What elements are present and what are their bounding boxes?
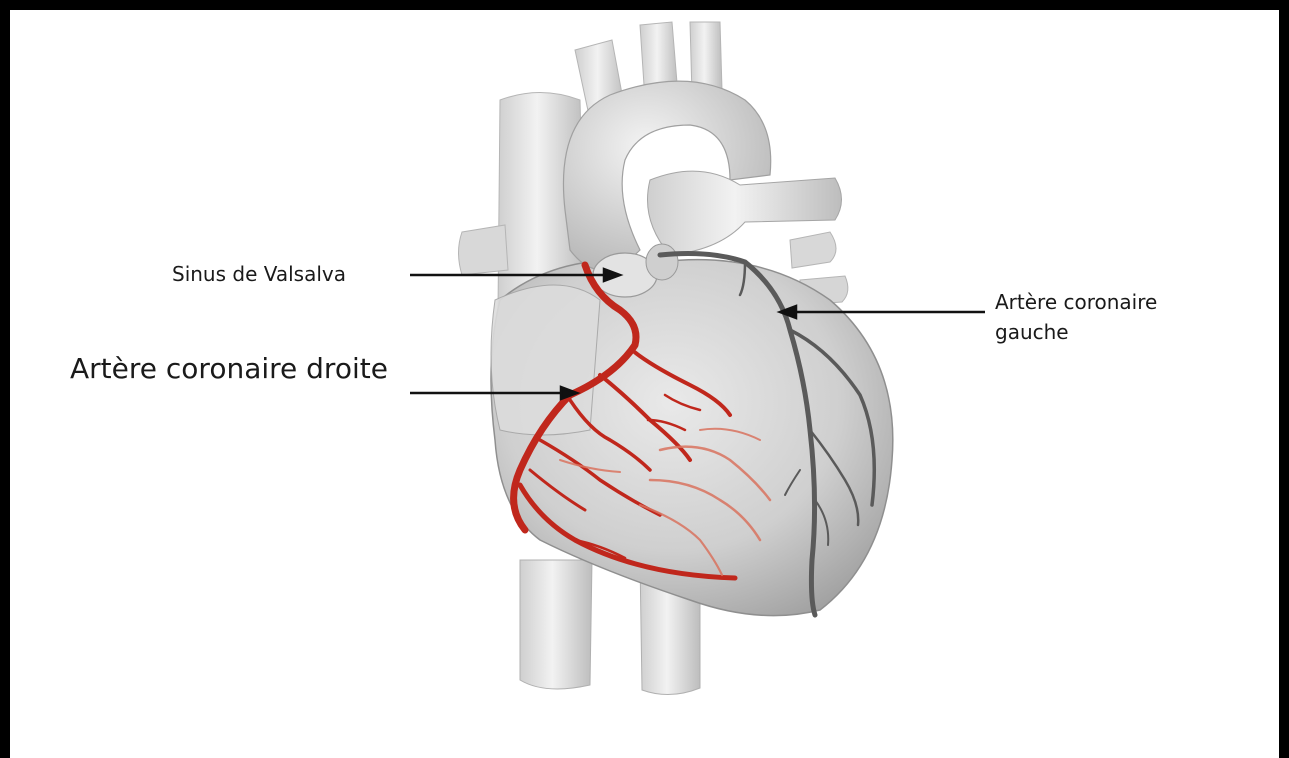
label-left-coronary-line2: gauche: [995, 317, 1157, 347]
inferior-vena-cava: [520, 560, 592, 689]
label-right-coronary-artery: Artère coronaire droite: [70, 352, 388, 385]
pulmonary-vein-left: [459, 225, 509, 275]
label-left-coronary-line1: Artère coronaire: [995, 287, 1157, 317]
pulmonary-vein-right: [790, 232, 836, 268]
aortic-root-bulge: [646, 244, 678, 280]
label-left-coronary-artery: Artère coronaire gauche: [995, 287, 1157, 347]
label-sinus-valsalva: Sinus de Valsalva: [172, 262, 346, 286]
right-atrium: [491, 285, 600, 435]
